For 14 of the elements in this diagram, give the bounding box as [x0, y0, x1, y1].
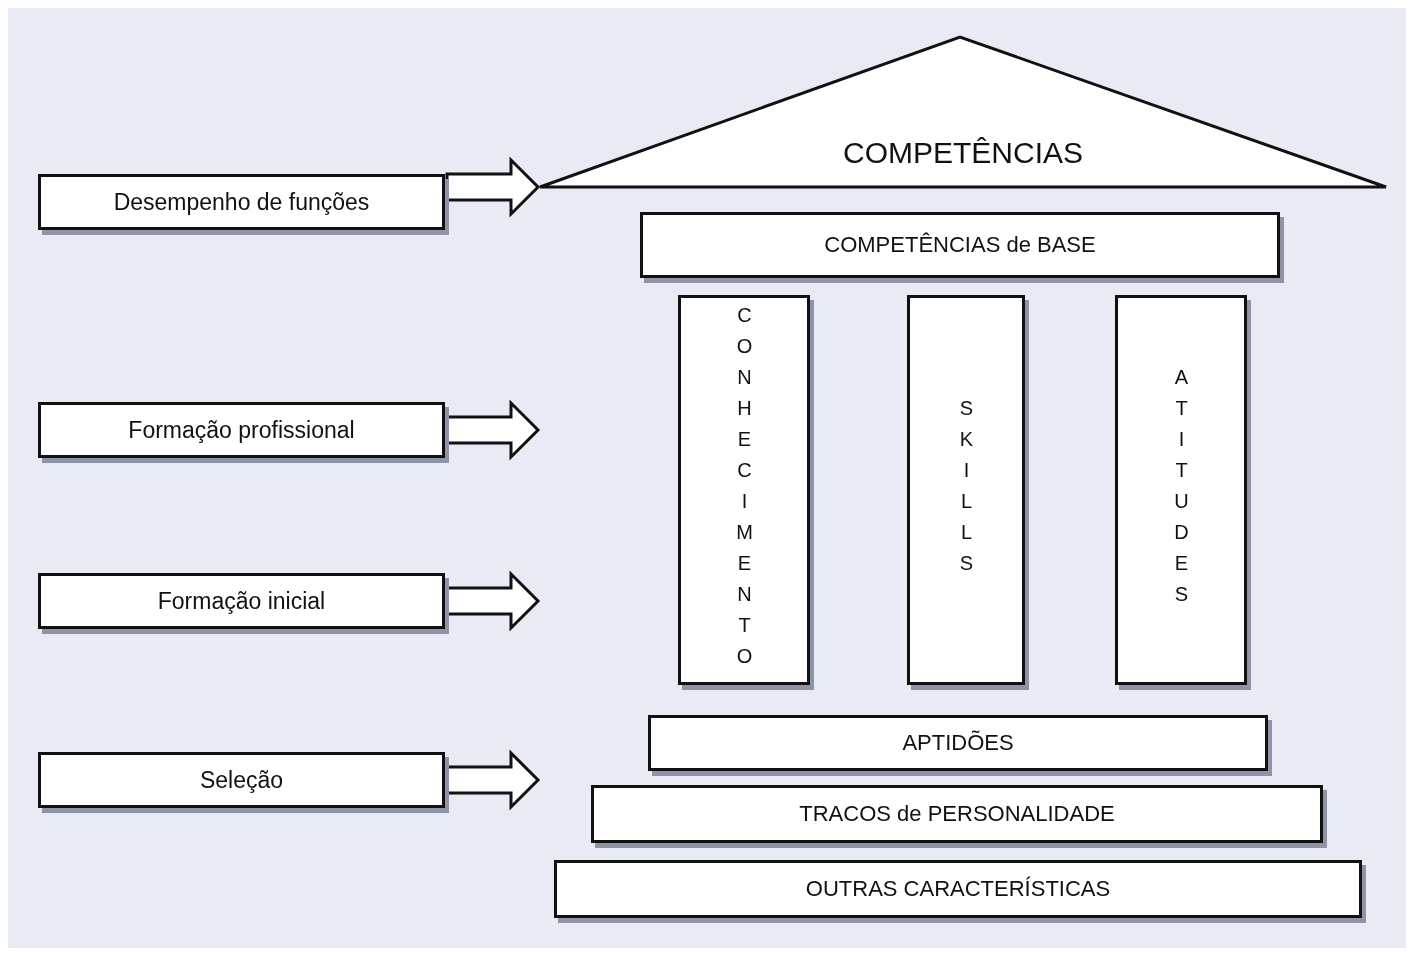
- vertical-label: CONHECIMENTO: [732, 304, 756, 676]
- box-label: Formação inicial: [157, 587, 326, 615]
- block-arrow: [445, 156, 541, 218]
- box-label: Desempenho de funções: [113, 188, 370, 216]
- box-label: Seleção: [199, 766, 284, 794]
- box-label: COMPETÊNCIAS de BASE: [824, 232, 1096, 258]
- vertical-label: SKILLS: [954, 397, 978, 583]
- roof-triangle: [538, 35, 1388, 190]
- vertical-label: ATITUDES: [1169, 366, 1193, 614]
- roof-title: COMPETÊNCIAS: [843, 136, 1083, 170]
- box-label: TRACOS de PERSONALIDADE: [799, 801, 1115, 827]
- box-label: APTIDÕES: [902, 730, 1014, 756]
- box-label: Formação profissional: [128, 416, 355, 444]
- box-label: OUTRAS CARACTERÍSTICAS: [805, 876, 1111, 902]
